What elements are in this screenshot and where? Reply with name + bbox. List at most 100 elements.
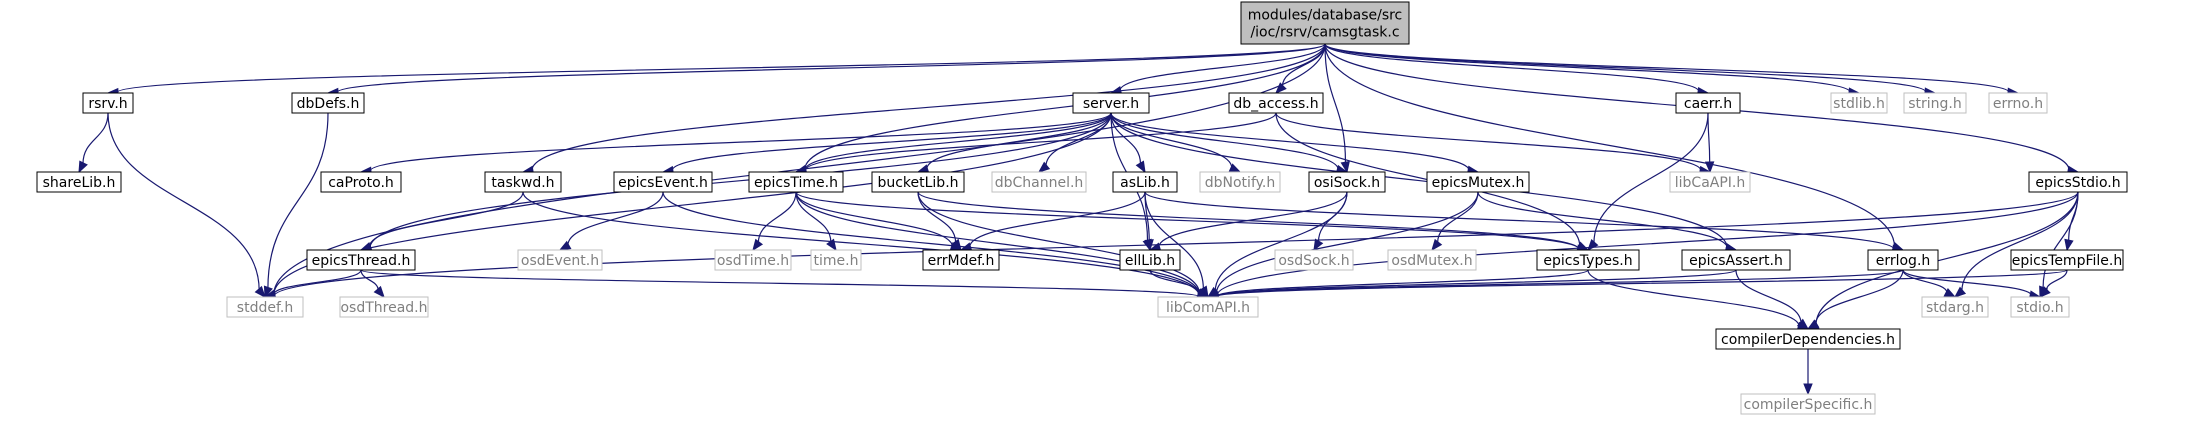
- node-box: [291, 92, 365, 114]
- node-dbChannel: dbChannel.h: [991, 171, 1087, 193]
- node-label: libCaAPI.h: [1675, 175, 1746, 191]
- node-dbDefs[interactable]: dbDefs.h: [291, 92, 365, 114]
- node-libComAPI: libComAPI.h: [1157, 296, 1259, 318]
- node-box: [1228, 92, 1324, 114]
- node-root: modules/database/src/ioc/rsrv/camsgtask.…: [1240, 1, 1410, 45]
- node-ellLib[interactable]: ellLib.h: [1119, 249, 1181, 271]
- edge-epicsTime-to-errMdef: [795, 191, 963, 251]
- node-epicsThread[interactable]: epicsThread.h: [306, 249, 416, 271]
- node-label: libComAPI.h: [1166, 300, 1250, 316]
- node-box: [1119, 249, 1181, 271]
- edge-epicsStdio-to-stddef: [263, 191, 2079, 302]
- node-label: rsrv.h: [88, 96, 127, 112]
- node-compilerDependencies[interactable]: compilerDependencies.h: [1715, 328, 1901, 350]
- node-box: [1426, 171, 1530, 193]
- node-label: osdThread.h: [340, 300, 427, 316]
- node-box: [320, 171, 402, 193]
- node-box: [339, 296, 429, 318]
- node-label: string.h: [1908, 96, 1962, 112]
- node-box: [306, 249, 416, 271]
- node-label: caProto.h: [328, 175, 394, 191]
- node-osiSock[interactable]: osiSock.h: [1308, 171, 1386, 193]
- edge-asLib-to-errlog: [1144, 191, 1905, 254]
- node-epicsTime[interactable]: epicsTime.h: [748, 171, 844, 193]
- edge-errlog-to-stdio: [1902, 269, 2042, 300]
- node-label: stdio.h: [2016, 300, 2063, 316]
- node-epicsMutex[interactable]: epicsMutex.h: [1426, 171, 1530, 193]
- nodes-layer: modules/database/src/ioc/rsrv/camsgtask.…: [36, 1, 2128, 415]
- node-label: errMdef.h: [928, 253, 995, 269]
- node-osdSock: osdSock.h: [1274, 249, 1354, 271]
- edge-taskwd-to-epicsThread: [359, 191, 524, 251]
- node-epicsTypes[interactable]: epicsTypes.h: [1536, 249, 1640, 271]
- node-dbNotify: dbNotify.h: [1199, 171, 1281, 193]
- node-epicsStdio[interactable]: epicsStdio.h: [2028, 171, 2128, 193]
- edge-epicsTime-to-time: [795, 191, 837, 252]
- node-bucketLib[interactable]: bucketLib.h: [871, 171, 965, 193]
- node-osdMutex: osdMutex.h: [1387, 249, 1477, 271]
- edge-root-to-dbDefs: [326, 43, 1326, 98]
- node-label: caerr.h: [1684, 96, 1732, 112]
- node-box: [1988, 92, 2048, 114]
- node-box: [613, 171, 713, 193]
- node-label: epicsThread.h: [312, 253, 411, 269]
- node-caProto[interactable]: caProto.h: [320, 171, 402, 193]
- node-errMdef[interactable]: errMdef.h: [922, 249, 1000, 271]
- node-dbAccess[interactable]: db_access.h: [1228, 92, 1324, 114]
- node-box: [1072, 92, 1150, 114]
- node-stdarg: stdarg.h: [1921, 296, 1989, 318]
- edge-epicsTempFile-to-stdio: [2039, 269, 2068, 298]
- node-label: epicsAssert.h: [1689, 253, 1783, 269]
- node-shareLib[interactable]: shareLib.h: [36, 171, 122, 193]
- node-box: [1715, 328, 1901, 350]
- node-box: [1867, 249, 1939, 271]
- edge-osiSock-to-osdSock: [1313, 191, 1348, 252]
- node-epicsAssert[interactable]: epicsAssert.h: [1681, 249, 1791, 271]
- edge-epicsStdio-to-stdarg: [1953, 191, 2079, 298]
- node-string: string.h: [1903, 92, 1967, 114]
- node-box: [1274, 249, 1354, 271]
- node-label: epicsEvent.h: [618, 175, 708, 191]
- node-rsrv[interactable]: rsrv.h: [82, 92, 134, 114]
- node-label: server.h: [1083, 96, 1139, 112]
- node-box: [1740, 393, 1876, 415]
- edge-rsrv-to-shareLib: [78, 112, 109, 174]
- node-label: epicsMutex.h: [1432, 175, 1525, 191]
- node-box: [226, 296, 304, 318]
- node-box: [714, 249, 792, 271]
- edge-root-to-osiSock: [1324, 43, 1350, 174]
- node-box: [2028, 171, 2128, 193]
- edge-epicsEvent-to-osdEvent: [558, 191, 664, 251]
- edge-epicsThread-to-osdThread: [360, 269, 385, 299]
- node-label: db_access.h: [1233, 96, 1318, 112]
- node-label: errno.h: [1993, 96, 2043, 112]
- node-box: [1830, 92, 1888, 114]
- node-box: [1536, 249, 1640, 271]
- node-asLib[interactable]: asLib.h: [1112, 171, 1178, 193]
- node-stdlib: stdlib.h: [1830, 92, 1888, 114]
- node-box: [484, 171, 562, 193]
- node-box: [1199, 171, 1281, 193]
- node-label: osdSock.h: [1278, 253, 1349, 269]
- node-taskwd[interactable]: taskwd.h: [484, 171, 562, 193]
- edges-layer: [78, 43, 2080, 396]
- edge-errlog-to-stdarg: [1902, 269, 1957, 298]
- edge-server-to-dbNotify: [1110, 112, 1242, 173]
- node-label: taskwd.h: [491, 175, 554, 191]
- edge-osiSock-to-libComAPI: [1206, 191, 1348, 298]
- node-errlog[interactable]: errlog.h: [1867, 249, 1939, 271]
- node-server[interactable]: server.h: [1072, 92, 1150, 114]
- node-epicsEvent[interactable]: epicsEvent.h: [613, 171, 713, 193]
- node-label: bucketLib.h: [877, 175, 958, 191]
- node-box: [1675, 92, 1741, 114]
- node-label: asLib.h: [1120, 175, 1170, 191]
- node-label: epicsTime.h: [754, 175, 838, 191]
- node-box: [1112, 171, 1178, 193]
- node-epicsTempFile[interactable]: epicsTempFile.h: [2010, 249, 2124, 271]
- node-label: dbChannel.h: [995, 175, 1084, 191]
- node-box: [871, 171, 965, 193]
- node-label: shareLib.h: [43, 175, 116, 191]
- node-box: [922, 249, 1000, 271]
- node-box: [1903, 92, 1967, 114]
- node-caerr[interactable]: caerr.h: [1675, 92, 1741, 114]
